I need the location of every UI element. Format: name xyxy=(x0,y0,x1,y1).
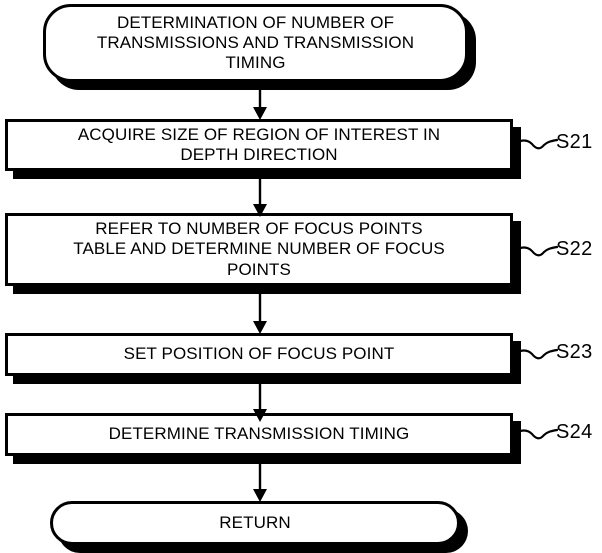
s22-box: REFER TO NUMBER OF FOCUS POINTS TABLE AN… xyxy=(5,213,513,286)
step-label-s22: S22 xyxy=(556,238,593,260)
connector-s21-to-s22 xyxy=(253,179,267,217)
connector-start-to-s21 xyxy=(253,82,267,120)
s24-box: DETERMINE TRANSMISSION TIMING xyxy=(5,413,513,456)
s24-box-label: DETERMINE TRANSMISSION TIMING xyxy=(108,424,410,444)
connector-s24-to-return xyxy=(253,464,267,502)
s21-box: ACQUIRE SIZE OF REGION OF INTEREST IN DE… xyxy=(5,119,513,171)
start-terminal: DETERMINATION OF NUMBER OF TRANSMISSIONS… xyxy=(43,4,468,82)
s21-leader-line xyxy=(513,138,558,150)
connector-s23-to-s24 xyxy=(253,384,267,422)
start-terminal-label: DETERMINATION OF NUMBER OF TRANSMISSIONS… xyxy=(96,12,415,73)
s22-leader-line xyxy=(513,245,558,257)
s24-leader-line xyxy=(513,428,558,440)
s23-box: SET POSITION OF FOCUS POINT xyxy=(5,333,513,376)
connector-s22-to-s23 xyxy=(253,294,267,334)
s23-leader-line xyxy=(513,348,558,360)
s23-box-label: SET POSITION OF FOCUS POINT xyxy=(123,344,395,364)
return-terminal-label: RETURN xyxy=(219,512,291,532)
step-label-s24: S24 xyxy=(556,421,593,443)
step-label-s23: S23 xyxy=(556,341,593,363)
s21-box-label: ACQUIRE SIZE OF REGION OF INTEREST IN DE… xyxy=(77,124,441,164)
s22-box-label: REFER TO NUMBER OF FOCUS POINTS TABLE AN… xyxy=(73,219,445,279)
return-terminal: RETURN xyxy=(50,501,460,545)
step-label-s21: S21 xyxy=(556,131,593,153)
